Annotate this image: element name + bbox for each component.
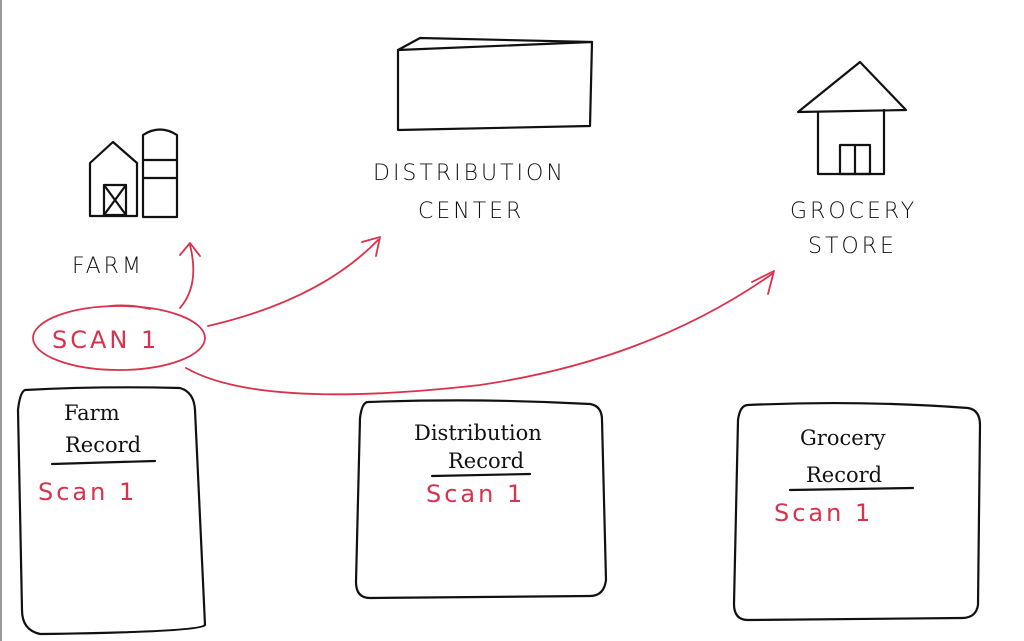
arrow-to-farm xyxy=(179,242,201,309)
grocery-label-line2: STORE xyxy=(808,234,897,259)
distribution-label-line2: CENTER xyxy=(418,199,524,224)
scan-bubble: SCAN 1 xyxy=(32,304,206,371)
grocery-record-title-line1: Grocery xyxy=(800,426,886,450)
arrow-to-distribution-center xyxy=(207,236,381,327)
farm-icon xyxy=(88,128,179,219)
arrow-to-grocery-store xyxy=(185,270,775,396)
distribution-record-title-line2: Record xyxy=(448,449,524,473)
distribution-label-line1: DISTRIBUTION xyxy=(373,161,566,186)
distribution-record-card: Distribution Record Scan 1 xyxy=(354,399,608,600)
grocery-store-icon xyxy=(796,60,908,176)
grocery-label-line1: GROCERY xyxy=(790,199,917,224)
farm-record-title-line1: Farm xyxy=(64,401,120,425)
farm-record-title-line2: Record xyxy=(65,433,141,457)
farm-label: FARM xyxy=(72,254,144,279)
grocery-record-entry: Scan 1 xyxy=(774,499,873,527)
distribution-record-entry: Scan 1 xyxy=(426,480,525,508)
farm-record-card: Farm Record Scan 1 xyxy=(16,386,207,636)
distribution-record-title-line1: Distribution xyxy=(414,421,542,445)
grocery-record-title-line2: Record xyxy=(806,463,882,487)
farm-record-entry: Scan 1 xyxy=(38,478,137,506)
scan-bubble-label: SCAN 1 xyxy=(52,326,159,354)
distribution-center-icon xyxy=(396,36,594,132)
grocery-record-card: Grocery Record Scan 1 xyxy=(732,401,982,622)
